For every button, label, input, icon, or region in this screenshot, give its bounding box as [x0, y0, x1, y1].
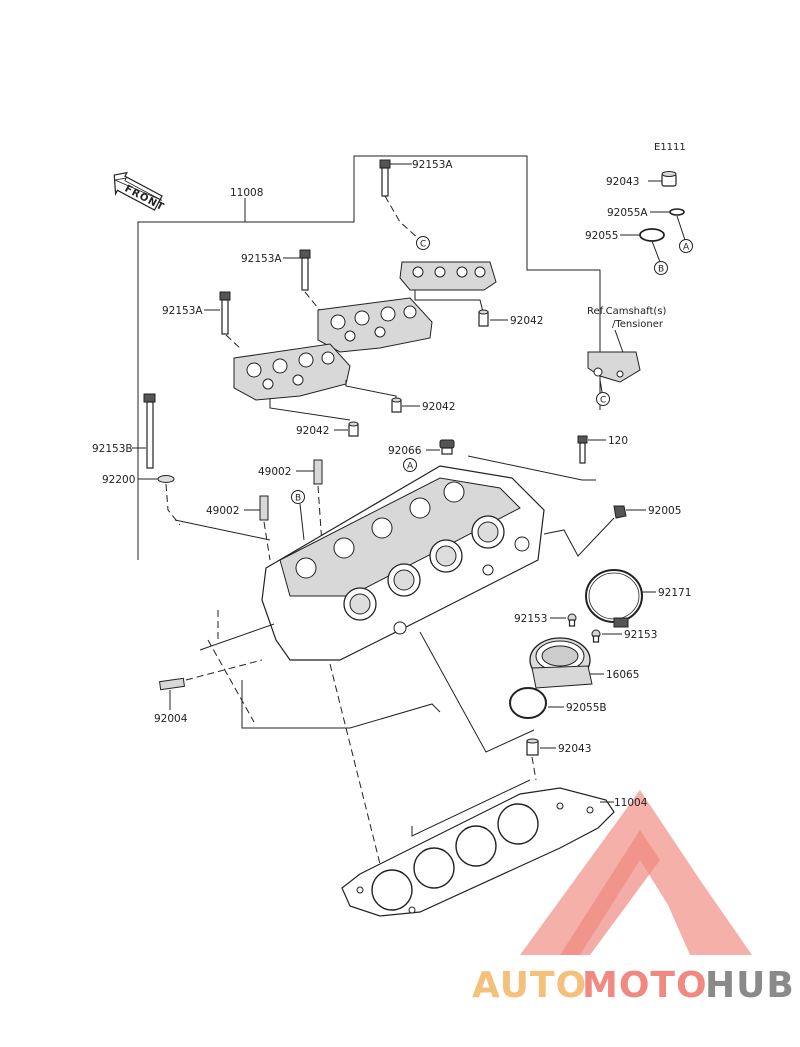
- dowel-92042-top: [478, 309, 489, 327]
- cylinder-head-assembly-frame: [137, 155, 601, 560]
- label-92005: 92005: [648, 505, 681, 517]
- marker-B-head: B: [295, 494, 301, 504]
- label-92171: 92171: [658, 587, 691, 599]
- label-120: 120: [608, 435, 628, 447]
- watermark-text: AUTO MOTO HUB: [472, 965, 795, 1006]
- marker-A-top: A: [683, 243, 690, 253]
- valve-guide-49002-low: [259, 495, 269, 521]
- label-11008: 11008: [230, 187, 263, 199]
- label-92153-b: 92153: [624, 629, 657, 641]
- o-ring-92055A: [669, 208, 685, 216]
- clamp-92171: [585, 569, 643, 628]
- label-92153A-top: 92153A: [412, 159, 453, 171]
- label-92042-low: 92042: [296, 425, 329, 437]
- watermark-part2: MOTO: [582, 965, 708, 1006]
- ref-note-line1: Ref.Camshaft(s): [587, 306, 667, 317]
- fitting-92005: [613, 505, 627, 519]
- label-92043-top: 92043: [606, 176, 639, 188]
- camshaft-cap-lower: [233, 343, 351, 401]
- label-92042-mid: 92042: [422, 401, 455, 413]
- label-92153A-left: 92153A: [162, 305, 203, 317]
- label-92200: 92200: [102, 474, 135, 486]
- label-92043-low: 92043: [558, 743, 591, 755]
- plug-92066: [439, 439, 455, 455]
- dowel-92042-low: [348, 421, 359, 437]
- watermark-part1: AUTO: [472, 965, 587, 1006]
- label-92055A: 92055A: [607, 207, 648, 219]
- label-92153B: 92153B: [92, 443, 133, 455]
- dowel-pin-92043-low: [526, 738, 539, 756]
- screw-92153-b: [591, 629, 601, 643]
- label-92153A-mid: 92153A: [241, 253, 282, 265]
- dowel-pin-92043-top: [661, 171, 677, 187]
- label-92055B: 92055B: [566, 702, 607, 714]
- bolt-92153A-mid: [299, 249, 311, 291]
- marker-B-top: B: [658, 265, 664, 275]
- valve-guide-49002-top: [313, 459, 323, 485]
- front-arrow-icon: FRONT: [113, 171, 166, 213]
- camshaft-cap-small: [399, 261, 497, 291]
- label-92042-top: 92042: [510, 315, 543, 327]
- washer-92200: [157, 475, 175, 483]
- cylinder-head: [261, 465, 545, 661]
- label-49002-low: 49002: [206, 505, 239, 517]
- label-92004: 92004: [154, 713, 188, 725]
- marker-A-head: A: [407, 462, 414, 472]
- marker-C-ref: C: [600, 396, 606, 406]
- dowel-92042-mid: [391, 397, 402, 413]
- screw-92153-a: [567, 613, 577, 627]
- label-11004: 11004: [614, 797, 648, 809]
- tensioner-bracket: [587, 351, 641, 383]
- camshaft-cap-upper: [317, 297, 433, 353]
- label-49002-top: 49002: [258, 466, 291, 478]
- o-ring-92055B: [509, 687, 547, 719]
- watermark-logo: [520, 790, 752, 955]
- holder-16065: [529, 637, 593, 689]
- bolt-92153B: [143, 393, 156, 469]
- marker-C-top: C: [420, 240, 426, 250]
- label-92055: 92055: [585, 230, 618, 242]
- bolt-92153A-left: [219, 291, 231, 335]
- label-92066: 92066: [388, 445, 422, 457]
- o-ring-92055: [639, 228, 665, 242]
- head-gasket-11004: [341, 787, 615, 917]
- label-92153-a: 92153: [514, 613, 547, 625]
- label-16065: 16065: [606, 669, 639, 681]
- bolt-92153A-top: [379, 159, 391, 197]
- ref-note-line2: /Tensioner: [612, 319, 664, 330]
- diagram-code: E1111: [654, 142, 686, 153]
- stud-92004: [158, 677, 186, 691]
- bolt-120: [577, 435, 588, 464]
- watermark-part3: HUB: [705, 965, 795, 1006]
